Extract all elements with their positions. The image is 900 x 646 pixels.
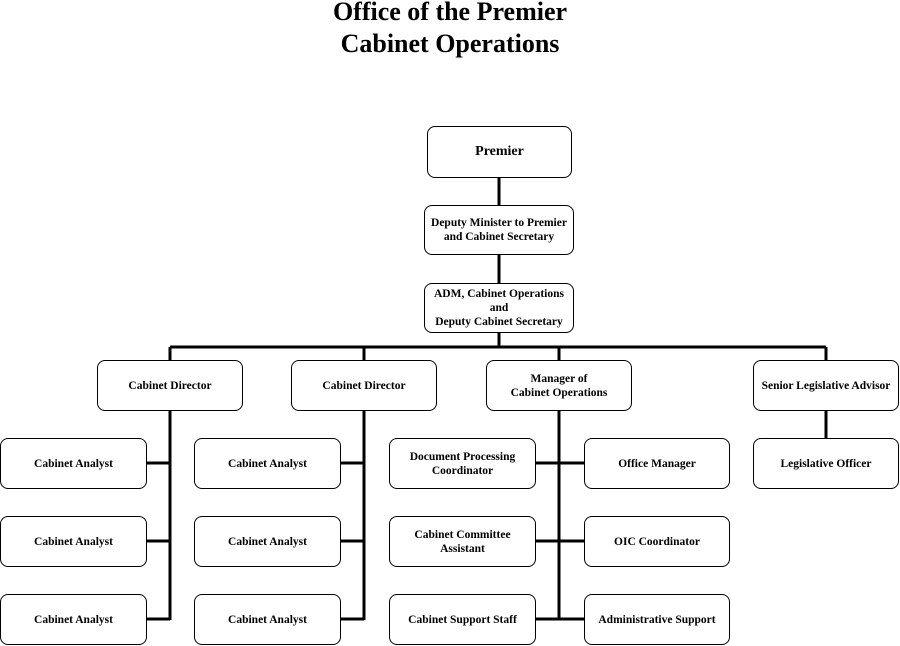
node-premier: Premier <box>427 126 572 178</box>
node-cabinet-committee-line-2: Assistant <box>440 542 485 555</box>
node-cabinet-director-1-label: Cabinet Director <box>128 379 212 392</box>
chart-title-line-1: Office of the Premier <box>332 0 568 26</box>
node-oic-coordinator: OIC Coordinator <box>584 516 730 567</box>
node-legislative-officer-label: Legislative Officer <box>780 457 872 470</box>
node-cabinet-analyst-1a: Cabinet Analyst <box>0 438 147 489</box>
node-office-manager: Office Manager <box>584 438 730 489</box>
node-administrative-support-label: Administrative Support <box>598 613 716 626</box>
node-cabinet-analyst-2a-label: Cabinet Analyst <box>228 457 307 470</box>
node-manager-line-2: Cabinet Operations <box>510 386 608 399</box>
node-deputy-minister: Deputy Minister to Premier and Cabinet S… <box>424 205 574 255</box>
node-cabinet-analyst-2a: Cabinet Analyst <box>194 438 341 489</box>
node-oic-coordinator-label: OIC Coordinator <box>614 535 700 548</box>
node-deputy-minister-line-2: and Cabinet Secretary <box>443 231 555 243</box>
node-cabinet-analyst-2b: Cabinet Analyst <box>194 516 341 567</box>
node-cabinet-analyst-2c-label: Cabinet Analyst <box>228 613 307 626</box>
node-adm-line-1: ADM, Cabinet Operations <box>433 288 564 300</box>
node-deputy-minister-line-1: Deputy Minister to Premier <box>431 217 567 229</box>
node-premier-label: Premier <box>475 144 524 159</box>
node-administrative-support: Administrative Support <box>584 594 730 645</box>
node-manager-line-1: Manager of <box>530 372 588 385</box>
node-cabinet-support-staff: Cabinet Support Staff <box>389 594 536 645</box>
node-legislative-officer: Legislative Officer <box>753 438 899 489</box>
node-cabinet-analyst-1c-label: Cabinet Analyst <box>34 613 113 626</box>
node-cabinet-director-2: Cabinet Director <box>291 360 437 411</box>
node-cabinet-analyst-1b-label: Cabinet Analyst <box>34 535 113 548</box>
node-cabinet-committee-line-1: Cabinet Committee <box>414 528 511 541</box>
node-manager-cabinet-operations: Manager of Cabinet Operations <box>486 360 632 411</box>
node-adm-line-3: Deputy Cabinet Secretary <box>435 316 563 328</box>
node-cabinet-analyst-1c: Cabinet Analyst <box>0 594 147 645</box>
node-office-manager-label: Office Manager <box>618 457 696 470</box>
node-document-processing-coordinator: Document Processing Coordinator <box>389 438 536 489</box>
node-adm-line-2: and <box>489 302 509 314</box>
node-document-processing-line-2: Coordinator <box>431 464 494 477</box>
node-adm: ADM, Cabinet Operations and Deputy Cabin… <box>424 283 574 333</box>
node-cabinet-director-1: Cabinet Director <box>97 360 243 411</box>
node-cabinet-director-2-label: Cabinet Director <box>322 379 406 392</box>
node-cabinet-committee-assistant: Cabinet Committee Assistant <box>389 516 536 567</box>
node-senior-legislative-advisor: Senior Legislative Advisor <box>753 360 899 411</box>
node-cabinet-analyst-2c: Cabinet Analyst <box>194 594 341 645</box>
node-cabinet-support-staff-label: Cabinet Support Staff <box>408 613 517 626</box>
node-cabinet-analyst-1b: Cabinet Analyst <box>0 516 147 567</box>
chart-title-line-2: Cabinet Operations <box>340 29 560 58</box>
node-cabinet-analyst-2b-label: Cabinet Analyst <box>228 535 307 548</box>
node-document-processing-line-1: Document Processing <box>409 450 516 463</box>
node-senior-legislative-advisor-label: Senior Legislative Advisor <box>761 379 891 392</box>
node-cabinet-analyst-1a-label: Cabinet Analyst <box>34 457 113 470</box>
